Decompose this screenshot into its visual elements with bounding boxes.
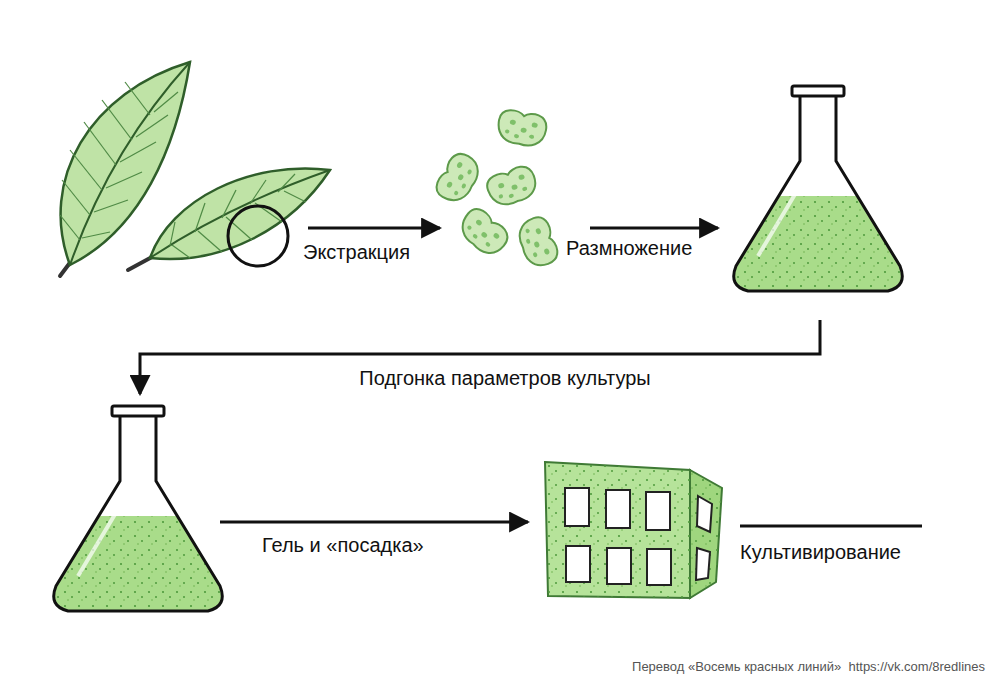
- step-label: Культивирование: [740, 540, 901, 564]
- credit-note: Перевод «Восемь красных линий» https://v…: [632, 659, 985, 675]
- leaf: [60, 62, 190, 276]
- step-label: Размножение: [566, 236, 692, 260]
- flow-arrow: [140, 228, 922, 526]
- zoom-circle: [228, 206, 288, 266]
- step-label: Гель и «посадка»: [262, 533, 424, 557]
- leaf: [128, 168, 330, 270]
- flask: [54, 406, 223, 611]
- step-label: Экстракция: [303, 240, 410, 264]
- cells: [432, 108, 561, 270]
- flask: [734, 86, 903, 291]
- step-label: Подгонка параметров культуры: [359, 366, 650, 390]
- gel-block: [545, 462, 722, 598]
